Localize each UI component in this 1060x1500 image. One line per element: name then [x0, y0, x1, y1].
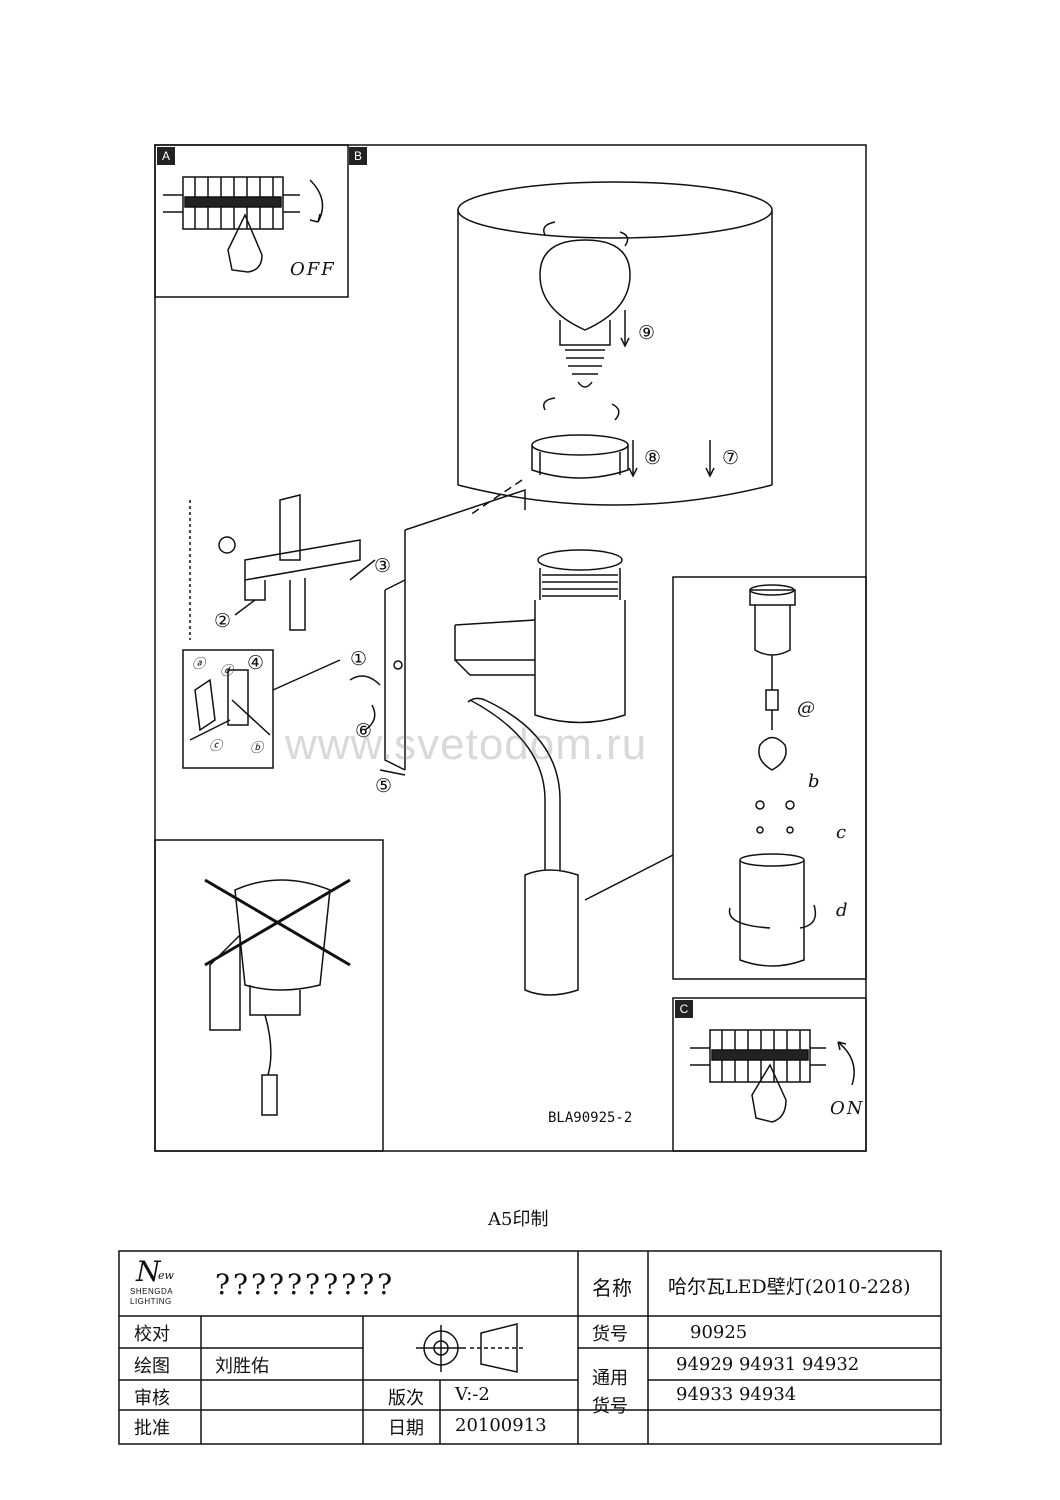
draw-label: 绘图: [134, 1356, 170, 1377]
company-logo: N ew SHENGDA LIGHTING: [130, 1255, 210, 1313]
mounting-bracket: [189, 494, 376, 640]
substep-b-detail: b: [808, 771, 820, 792]
step-6: ⑥: [355, 720, 373, 742]
warning-lamp: [204, 878, 351, 1116]
common-row-1: 94929 94931 94932: [676, 1354, 860, 1375]
step-2: ②: [214, 610, 232, 632]
panel-warning-frame: [154, 839, 384, 1152]
logo-ew: ew: [158, 1269, 174, 1282]
bulb-detail-parts: [728, 584, 817, 967]
logo-line-2: LIGHTING: [130, 1297, 172, 1306]
panel-c-frame: [672, 997, 867, 1152]
common-row-2: 94933 94934: [676, 1384, 797, 1405]
panel-c-label: C: [675, 1000, 693, 1018]
common-label-2: 货号: [592, 1396, 628, 1417]
led-bulb: [539, 221, 631, 388]
substep-a-detail: @: [797, 698, 815, 719]
print-format-label: A5印制: [488, 1209, 549, 1230]
panel-wiring-frame: [182, 649, 274, 769]
date-label: 日期: [388, 1418, 424, 1439]
wall-plate: [384, 488, 526, 771]
drawing-code: BLA90925-2: [548, 1110, 633, 1126]
approve-label: 批准: [134, 1418, 170, 1439]
panel-a-label: A: [157, 147, 175, 165]
date-value: 20100913: [455, 1415, 547, 1436]
title-block-lines: [118, 1250, 942, 1445]
wiring-detail: [189, 659, 341, 741]
switch-on-label: ON: [830, 1098, 865, 1119]
switch-off-label: OFF: [290, 259, 336, 280]
step-9: ⑨: [638, 322, 656, 344]
lamp-shade: [457, 181, 773, 506]
step-3: ③: [374, 555, 392, 577]
substep-a-wiring: ⓐ: [192, 657, 206, 672]
company-name: ??????????: [215, 1268, 396, 1301]
logo-line-1: SHENGDA: [130, 1287, 174, 1296]
socket-housing: [454, 549, 626, 724]
panel-detail-frame: [672, 576, 867, 980]
breaker-off: [163, 176, 324, 273]
logo-mark: N: [136, 1255, 161, 1288]
check-label: 校对: [134, 1324, 170, 1345]
draw-value: 刘胜佑: [215, 1356, 269, 1377]
item-label: 货号: [592, 1324, 628, 1345]
drawing-frame: [154, 144, 867, 1152]
item-value: 90925: [690, 1322, 748, 1343]
name-label: 名称: [592, 1276, 632, 1300]
substep-d-detail: d: [836, 900, 848, 921]
step-4: ④: [247, 652, 265, 674]
common-label-1: 通用: [592, 1368, 628, 1389]
substep-b-wiring: ⓑ: [250, 741, 264, 756]
step-1: ①: [350, 648, 368, 670]
step-8: ⑧: [644, 447, 662, 469]
watermark: www.svetodom.ru: [285, 720, 648, 769]
substep-c-wiring: ⓒ: [209, 739, 223, 754]
review-label: 审核: [134, 1388, 170, 1409]
version-value: V:-2: [455, 1384, 490, 1405]
substep-c-detail: c: [836, 822, 847, 843]
name-value: 哈尔瓦LED壁灯(2010-228): [668, 1276, 911, 1298]
panel-b-label: B: [349, 147, 367, 165]
gooseneck-arm: [467, 697, 674, 996]
breaker-on: [690, 1029, 855, 1123]
socket-ring: [531, 397, 715, 479]
step-7: ⑦: [722, 447, 740, 469]
step-5: ⑤: [375, 775, 393, 797]
panel-a-frame: [154, 144, 349, 298]
substep-d-wiring: ⓓ: [220, 664, 234, 679]
version-label: 版次: [388, 1388, 424, 1409]
